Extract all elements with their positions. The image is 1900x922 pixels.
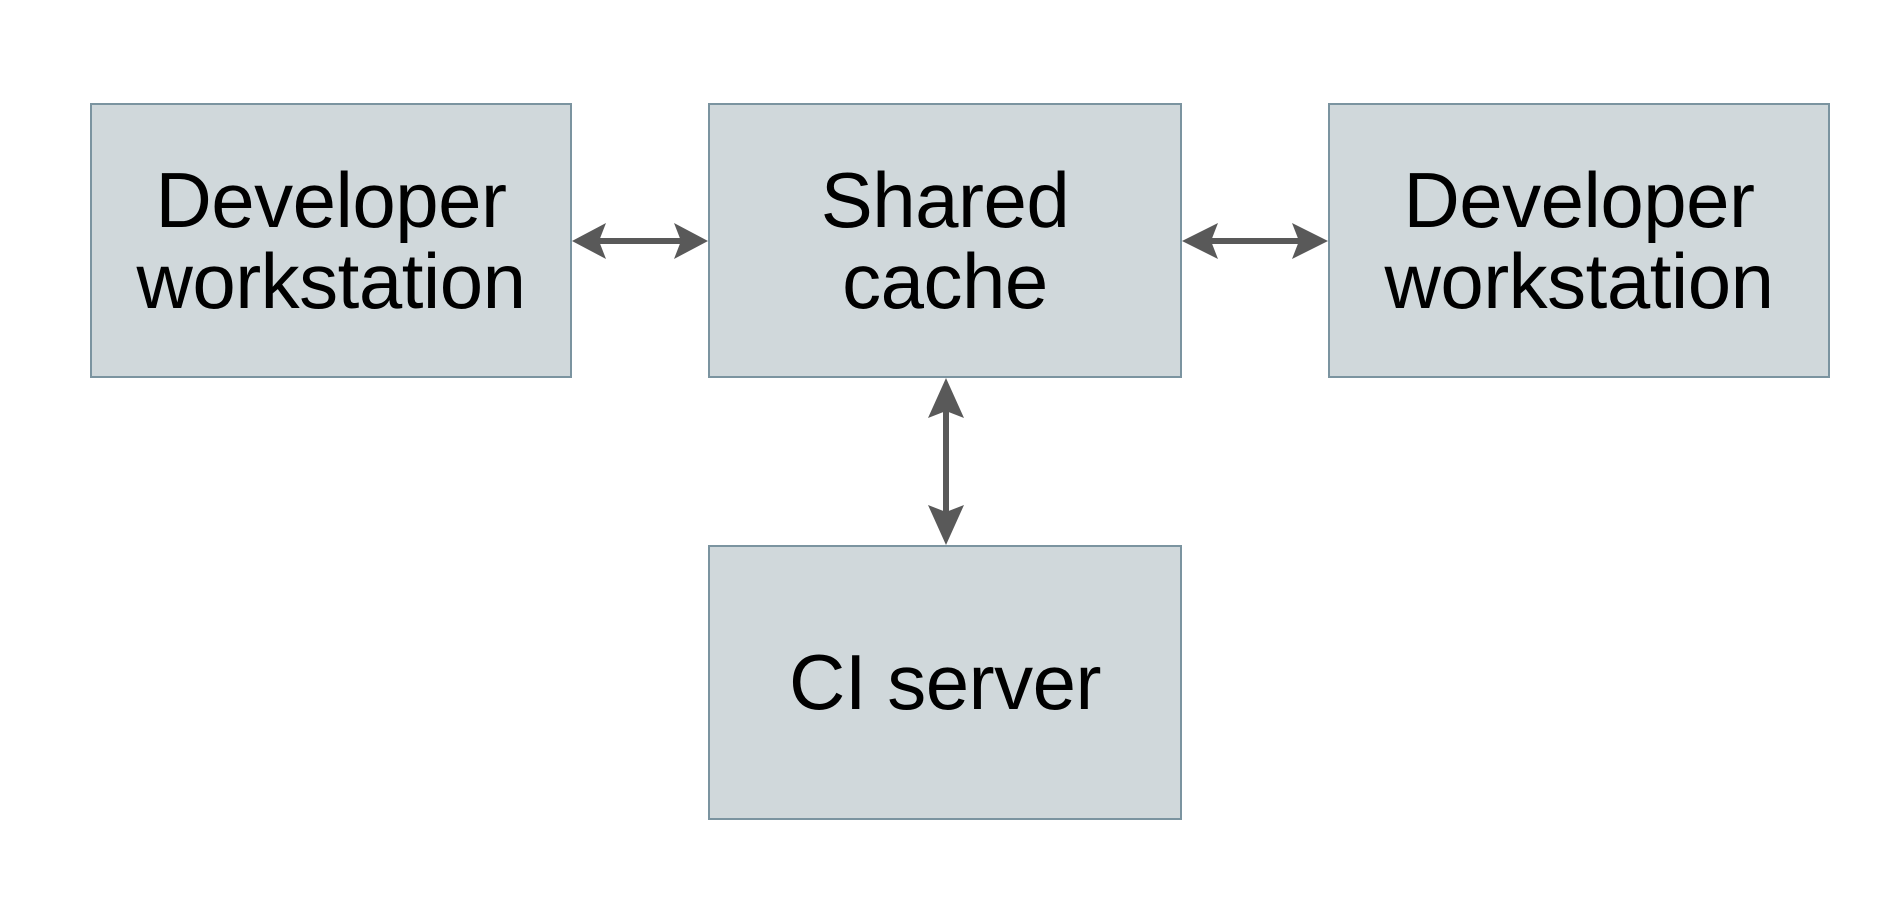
connector-ci-server-to-cache[interactable] bbox=[916, 378, 976, 545]
connector-left-workstation-to-cache[interactable] bbox=[572, 211, 708, 271]
double-arrow-horizontal-icon bbox=[1182, 223, 1328, 259]
node-developer-workstation-left[interactable]: Developer workstation bbox=[90, 103, 572, 378]
node-label-developer-workstation-left: Developer workstation bbox=[136, 156, 527, 325]
node-developer-workstation-right[interactable]: Developer workstation bbox=[1328, 103, 1830, 378]
double-arrow-vertical-icon bbox=[928, 378, 964, 545]
node-label-ci-server: CI server bbox=[789, 638, 1101, 727]
node-shared-cache[interactable]: Shared cache bbox=[708, 103, 1182, 378]
node-ci-server[interactable]: CI server bbox=[708, 545, 1182, 820]
node-label-shared-cache: Shared cache bbox=[820, 156, 1070, 325]
double-arrow-horizontal-icon bbox=[572, 223, 708, 259]
node-label-developer-workstation-right: Developer workstation bbox=[1384, 156, 1775, 325]
connector-cache-to-right-workstation[interactable] bbox=[1182, 211, 1328, 271]
